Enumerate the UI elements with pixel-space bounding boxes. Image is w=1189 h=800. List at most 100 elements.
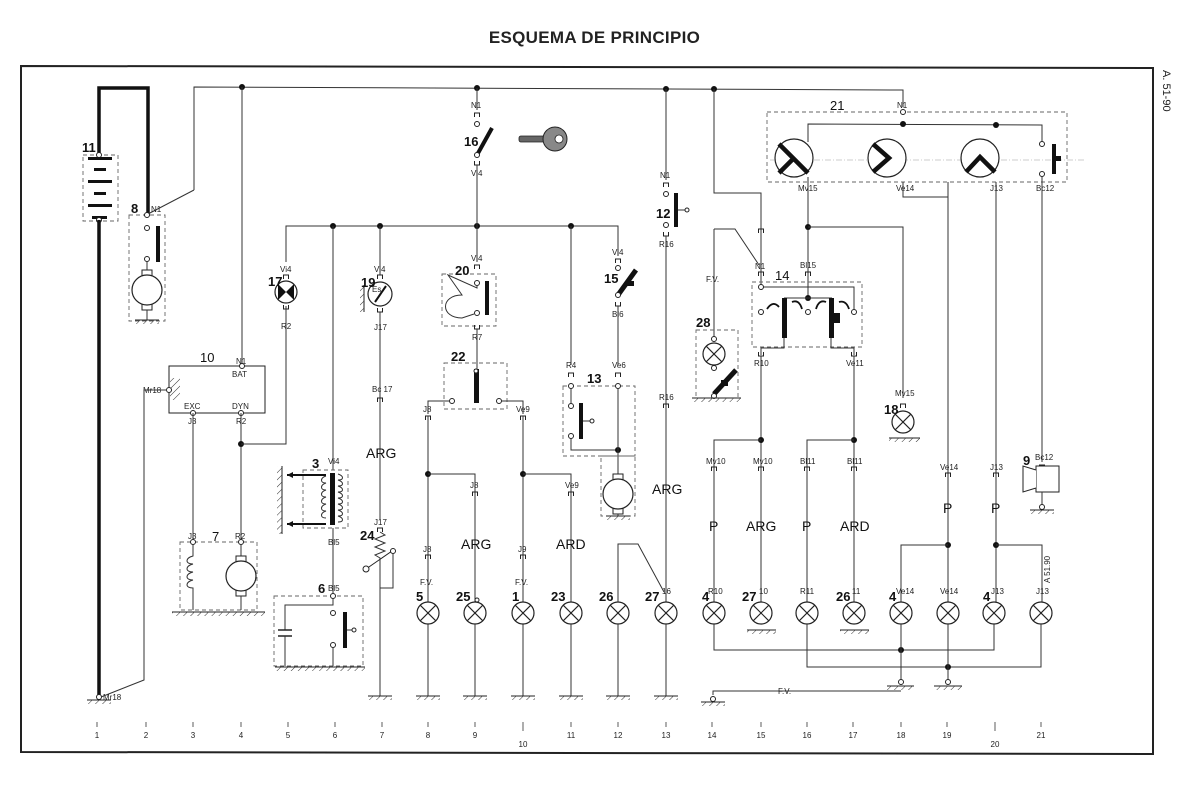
column-number: 5 (286, 731, 291, 740)
temperature-gauge-19: Es 19 24 Vi4 J17 Bc 17 J17 ARG (360, 226, 396, 701)
diagram-title: ESQUEMA DE PRINCIPIO (488, 28, 701, 47)
contact-breaker-6: 6 Bl5 (273, 581, 365, 671)
svg-text:DYN: DYN (232, 402, 249, 411)
label-10: 10 (200, 350, 214, 365)
svg-text:9: 9 (1023, 453, 1030, 468)
svg-text:Bl15: Bl15 (800, 261, 817, 270)
svg-text:25: 25 (456, 589, 470, 604)
svg-text:22: 22 (451, 349, 465, 364)
svg-text:R2: R2 (281, 322, 292, 331)
rear-lamps-circuits: Mv10 Mv10 Bl11 Bl11 P ARG P ARD Ve14 J13… (700, 177, 1053, 707)
svg-text:Bl11: Bl11 (847, 457, 863, 466)
svg-text:5: 5 (416, 589, 423, 604)
svg-text:J8: J8 (423, 405, 432, 414)
column-number: 8 (426, 731, 431, 740)
svg-text:Vi4: Vi4 (280, 265, 292, 274)
svg-text:P: P (709, 518, 718, 534)
svg-text:Ve6: Ve6 (612, 361, 626, 370)
column-number: 12 (614, 731, 623, 740)
svg-text:18: 18 (884, 402, 898, 417)
column-number: 16 (803, 731, 812, 740)
column-number: 2 (144, 731, 149, 740)
diagram-frame (20, 64, 1154, 756)
svg-text:F.V.: F.V. (706, 275, 719, 284)
stop-switch-20: 20 Vi4 R7 (441, 226, 497, 372)
column-number: 19 (943, 731, 952, 740)
svg-text:ARG: ARG (652, 481, 682, 497)
svg-text:Bl11: Bl11 (800, 457, 816, 466)
label-24: 24 (360, 528, 375, 543)
svg-text:Bl5: Bl5 (328, 584, 340, 593)
svg-text:19: 19 (361, 275, 375, 290)
svg-text:N1: N1 (755, 262, 766, 271)
svg-text:A 51.90: A 51.90 (1043, 555, 1052, 583)
svg-text:J9: J9 (518, 545, 527, 554)
svg-text:Mr18: Mr18 (103, 693, 122, 702)
label-11: 11 (82, 140, 96, 155)
svg-text:Ve14: Ve14 (896, 587, 915, 596)
svg-text:Ve14: Ve14 (896, 184, 915, 193)
svg-text:J17: J17 (374, 518, 387, 527)
wiper-switch-15: 15 Vi4 Bl6 (604, 248, 639, 365)
svg-text:6: 6 (318, 581, 325, 596)
drawing-reference: A. 51-90 (1160, 70, 1172, 112)
svg-text:21: 21 (830, 98, 844, 113)
label-7: 7 (212, 529, 219, 544)
horn-9: 9 Bc12 (1022, 453, 1060, 515)
svg-text:ARD: ARD (556, 536, 586, 552)
svg-text:F.V.: F.V. (420, 578, 433, 587)
svg-text:Bc12: Bc12 (1036, 184, 1055, 193)
column-number: 11 (567, 731, 576, 740)
svg-text:13: 13 (587, 371, 601, 386)
column-number: 20 (991, 740, 1000, 749)
svg-text:Ve9: Ve9 (516, 405, 530, 414)
charge-warning-lamp-17: 17 Vi4 R2 (268, 265, 298, 444)
svg-text:ARG: ARG (461, 536, 491, 552)
column-number: 14 (708, 731, 717, 740)
battery-11: 11 Mr18 (82, 86, 150, 705)
lamp-26-circuit-12: 26 (599, 543, 665, 701)
svg-text:J8: J8 (423, 545, 432, 554)
svg-text:Vi4: Vi4 (471, 254, 483, 263)
svg-text:ARG: ARG (366, 445, 396, 461)
column-number: 13 (662, 731, 671, 740)
svg-text:4: 4 (889, 589, 897, 604)
svg-text:R10: R10 (708, 587, 723, 596)
ignition-bus (285, 225, 619, 262)
svg-text:R16: R16 (659, 240, 674, 249)
svg-text:Vi4: Vi4 (612, 248, 624, 257)
svg-text:16: 16 (464, 134, 478, 149)
svg-text:R7: R7 (472, 333, 483, 342)
ignition-switch-16: 16 N1 Vi4 (464, 88, 568, 226)
svg-text:23: 23 (551, 589, 565, 604)
svg-text:3: 3 (312, 456, 319, 471)
column-number: 6 (333, 731, 338, 740)
relay-22: 22 (427, 349, 524, 414)
svg-text:N1: N1 (471, 101, 482, 110)
svg-text:J17: J17 (374, 323, 387, 332)
svg-text:4: 4 (702, 589, 710, 604)
column-number: 17 (849, 731, 858, 740)
svg-text:J13: J13 (1036, 587, 1049, 596)
svg-text:BAT: BAT (232, 370, 247, 379)
svg-text:Bc 17: Bc 17 (372, 385, 393, 394)
warning-lamps-21: 21 N1 Mv15 Ve14 J13 Bc12 (766, 98, 1085, 193)
dynamo-7: 7 J3 R2 (172, 306, 287, 616)
svg-text:27: 27 (742, 589, 756, 604)
lamp-23-circuit: 23 Ve9 ARD (551, 481, 586, 701)
svg-text:10: 10 (759, 587, 768, 596)
lamp-18: 18 Mv15 (884, 389, 920, 442)
svg-text:P: P (991, 500, 1000, 516)
column-number: 9 (473, 731, 478, 740)
svg-text:Bl5: Bl5 (328, 538, 340, 547)
wiper-motor-13: 13 R4 Ve6 (562, 226, 636, 521)
svg-text:J3: J3 (188, 532, 197, 541)
ignition-coil-3: 3 Vi4 Bl5 (277, 226, 349, 596)
svg-text:Mv10: Mv10 (706, 457, 726, 466)
svg-text:26: 26 (599, 589, 613, 604)
svg-text:R2: R2 (235, 532, 246, 541)
column-number: 21 (1037, 731, 1046, 740)
svg-text:R10: R10 (754, 359, 769, 368)
svg-text:Vi4: Vi4 (328, 457, 340, 466)
